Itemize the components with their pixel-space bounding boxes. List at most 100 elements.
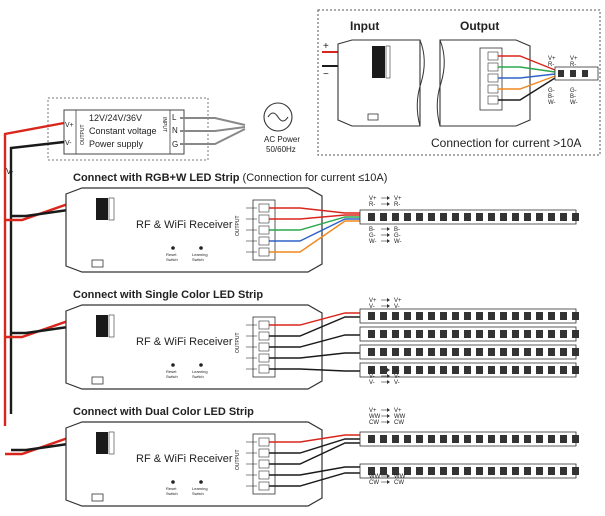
- pin-label-left: V+: [369, 196, 377, 202]
- led-chip: [368, 330, 375, 338]
- inset-output-label: Output: [460, 19, 499, 33]
- pin-label-right: CW: [394, 420, 404, 426]
- led-chip: [548, 213, 555, 221]
- strip-pin-labels: V+V+R-R-B-B-G-G-W-W-: [369, 196, 402, 245]
- led-chip: [548, 467, 555, 475]
- led-chip: [404, 467, 411, 475]
- led-chip: [548, 330, 555, 338]
- led-chip: [560, 330, 567, 338]
- output-terminal: [258, 364, 270, 374]
- section-3-title: Connect with Dual Color LED Strip: [73, 406, 254, 418]
- led-chip: [476, 467, 483, 475]
- output-terminal: [258, 459, 270, 469]
- pin-label-right: V+: [394, 298, 402, 304]
- led-chip: [380, 312, 387, 320]
- inset-terminal: [487, 51, 499, 61]
- psu-output-tag: OUTPUT: [80, 124, 86, 145]
- led-chip: [524, 435, 531, 443]
- learning-switch-label: Learning: [192, 252, 208, 257]
- inset-caption: Connection for current >10A: [431, 136, 581, 150]
- led-chip: [368, 348, 375, 356]
- inset-terminal: [487, 95, 499, 105]
- output-tag: OUTPUT: [235, 332, 241, 353]
- led-chip: [488, 312, 495, 320]
- led-chip: [428, 467, 435, 475]
- pin-label-left: V+: [369, 298, 377, 304]
- inset-output-wires: [498, 55, 556, 101]
- led-chip: [476, 348, 483, 356]
- power-supply: 12V/24V/36V Constant voltage Power suppl…: [47, 97, 246, 161]
- led-chip: [464, 467, 471, 475]
- pin-label-left: V-: [369, 374, 375, 380]
- svg-text:Switch: Switch: [192, 374, 204, 379]
- led-chip: [428, 213, 435, 221]
- pin-label-left: CW: [369, 420, 379, 426]
- output-terminal: [258, 236, 270, 246]
- led-chip: [440, 435, 447, 443]
- output-wires: [269, 207, 360, 253]
- led-chip: [488, 366, 495, 374]
- inset-panel: Input Output Connection for current >10A…: [317, 9, 601, 156]
- led-chip: [524, 366, 531, 374]
- led-chip: [464, 348, 471, 356]
- led-chip: [452, 348, 459, 356]
- input-terminal-block: [96, 315, 108, 337]
- led-chip: [404, 330, 411, 338]
- led-chip: [524, 348, 531, 356]
- svg-text:Switch: Switch: [166, 491, 178, 496]
- led-chip: [416, 348, 423, 356]
- led-chip: [368, 435, 375, 443]
- led-chip: [416, 312, 423, 320]
- learning-switch: [199, 246, 203, 250]
- led-chip: [560, 366, 567, 374]
- led-chip: [488, 435, 495, 443]
- led-chip: [536, 435, 543, 443]
- svg-text:Switch: Switch: [166, 257, 178, 262]
- inset-plus: +: [323, 41, 329, 52]
- led-chip: [464, 435, 471, 443]
- led-chip: [368, 467, 375, 475]
- led-chip: [476, 330, 483, 338]
- pin-label-left: R-: [369, 202, 375, 208]
- pin-label-left: V-: [369, 304, 375, 310]
- pin-label-right: WW: [394, 474, 406, 480]
- led-chip: [548, 366, 555, 374]
- pin-label-right: WW: [394, 414, 406, 420]
- inset-terminal: [487, 73, 499, 83]
- led-chip: [464, 213, 471, 221]
- led-strip: [359, 308, 579, 324]
- led-chip: [452, 312, 459, 320]
- inset-pin-label: B-: [548, 94, 554, 100]
- led-strip: [359, 344, 579, 360]
- psu-terminal-l: L: [172, 113, 177, 122]
- led-chip: [464, 366, 471, 374]
- inset-pin-label: G-: [548, 88, 555, 94]
- psu-line-2: Constant voltage: [89, 126, 157, 136]
- led-chip: [536, 213, 543, 221]
- inset-pin-label: R-: [548, 62, 554, 68]
- learning-switch-label: Learning: [192, 486, 208, 491]
- led-chip: [572, 435, 579, 443]
- led-chip: [428, 435, 435, 443]
- led-chip: [548, 435, 555, 443]
- output-terminal: [258, 353, 270, 363]
- output-wires: [269, 312, 360, 372]
- power-jack: [91, 376, 104, 385]
- inset-output-wire: [498, 77, 556, 101]
- led-chip: [464, 312, 471, 320]
- pin-label-right: R-: [394, 202, 400, 208]
- led-chip: [452, 330, 459, 338]
- inset-input-label: Input: [350, 19, 379, 33]
- led-chip: [380, 467, 387, 475]
- led-chip: [524, 467, 531, 475]
- pin-label-left: B-: [369, 227, 375, 233]
- receiver-section-1: RF & WiFi ReceiverResetSwitchLearningSwi…: [5, 187, 579, 273]
- led-chip: [524, 213, 531, 221]
- inset-pin-label-strip: W-: [570, 100, 578, 106]
- led-chip: [560, 435, 567, 443]
- receiver-name: RF & WiFi Receiver: [136, 219, 233, 231]
- led-chip: [368, 312, 375, 320]
- inset-output-wire: [498, 55, 556, 71]
- led-chip: [392, 467, 399, 475]
- reset-switch-label: Reset: [166, 252, 177, 257]
